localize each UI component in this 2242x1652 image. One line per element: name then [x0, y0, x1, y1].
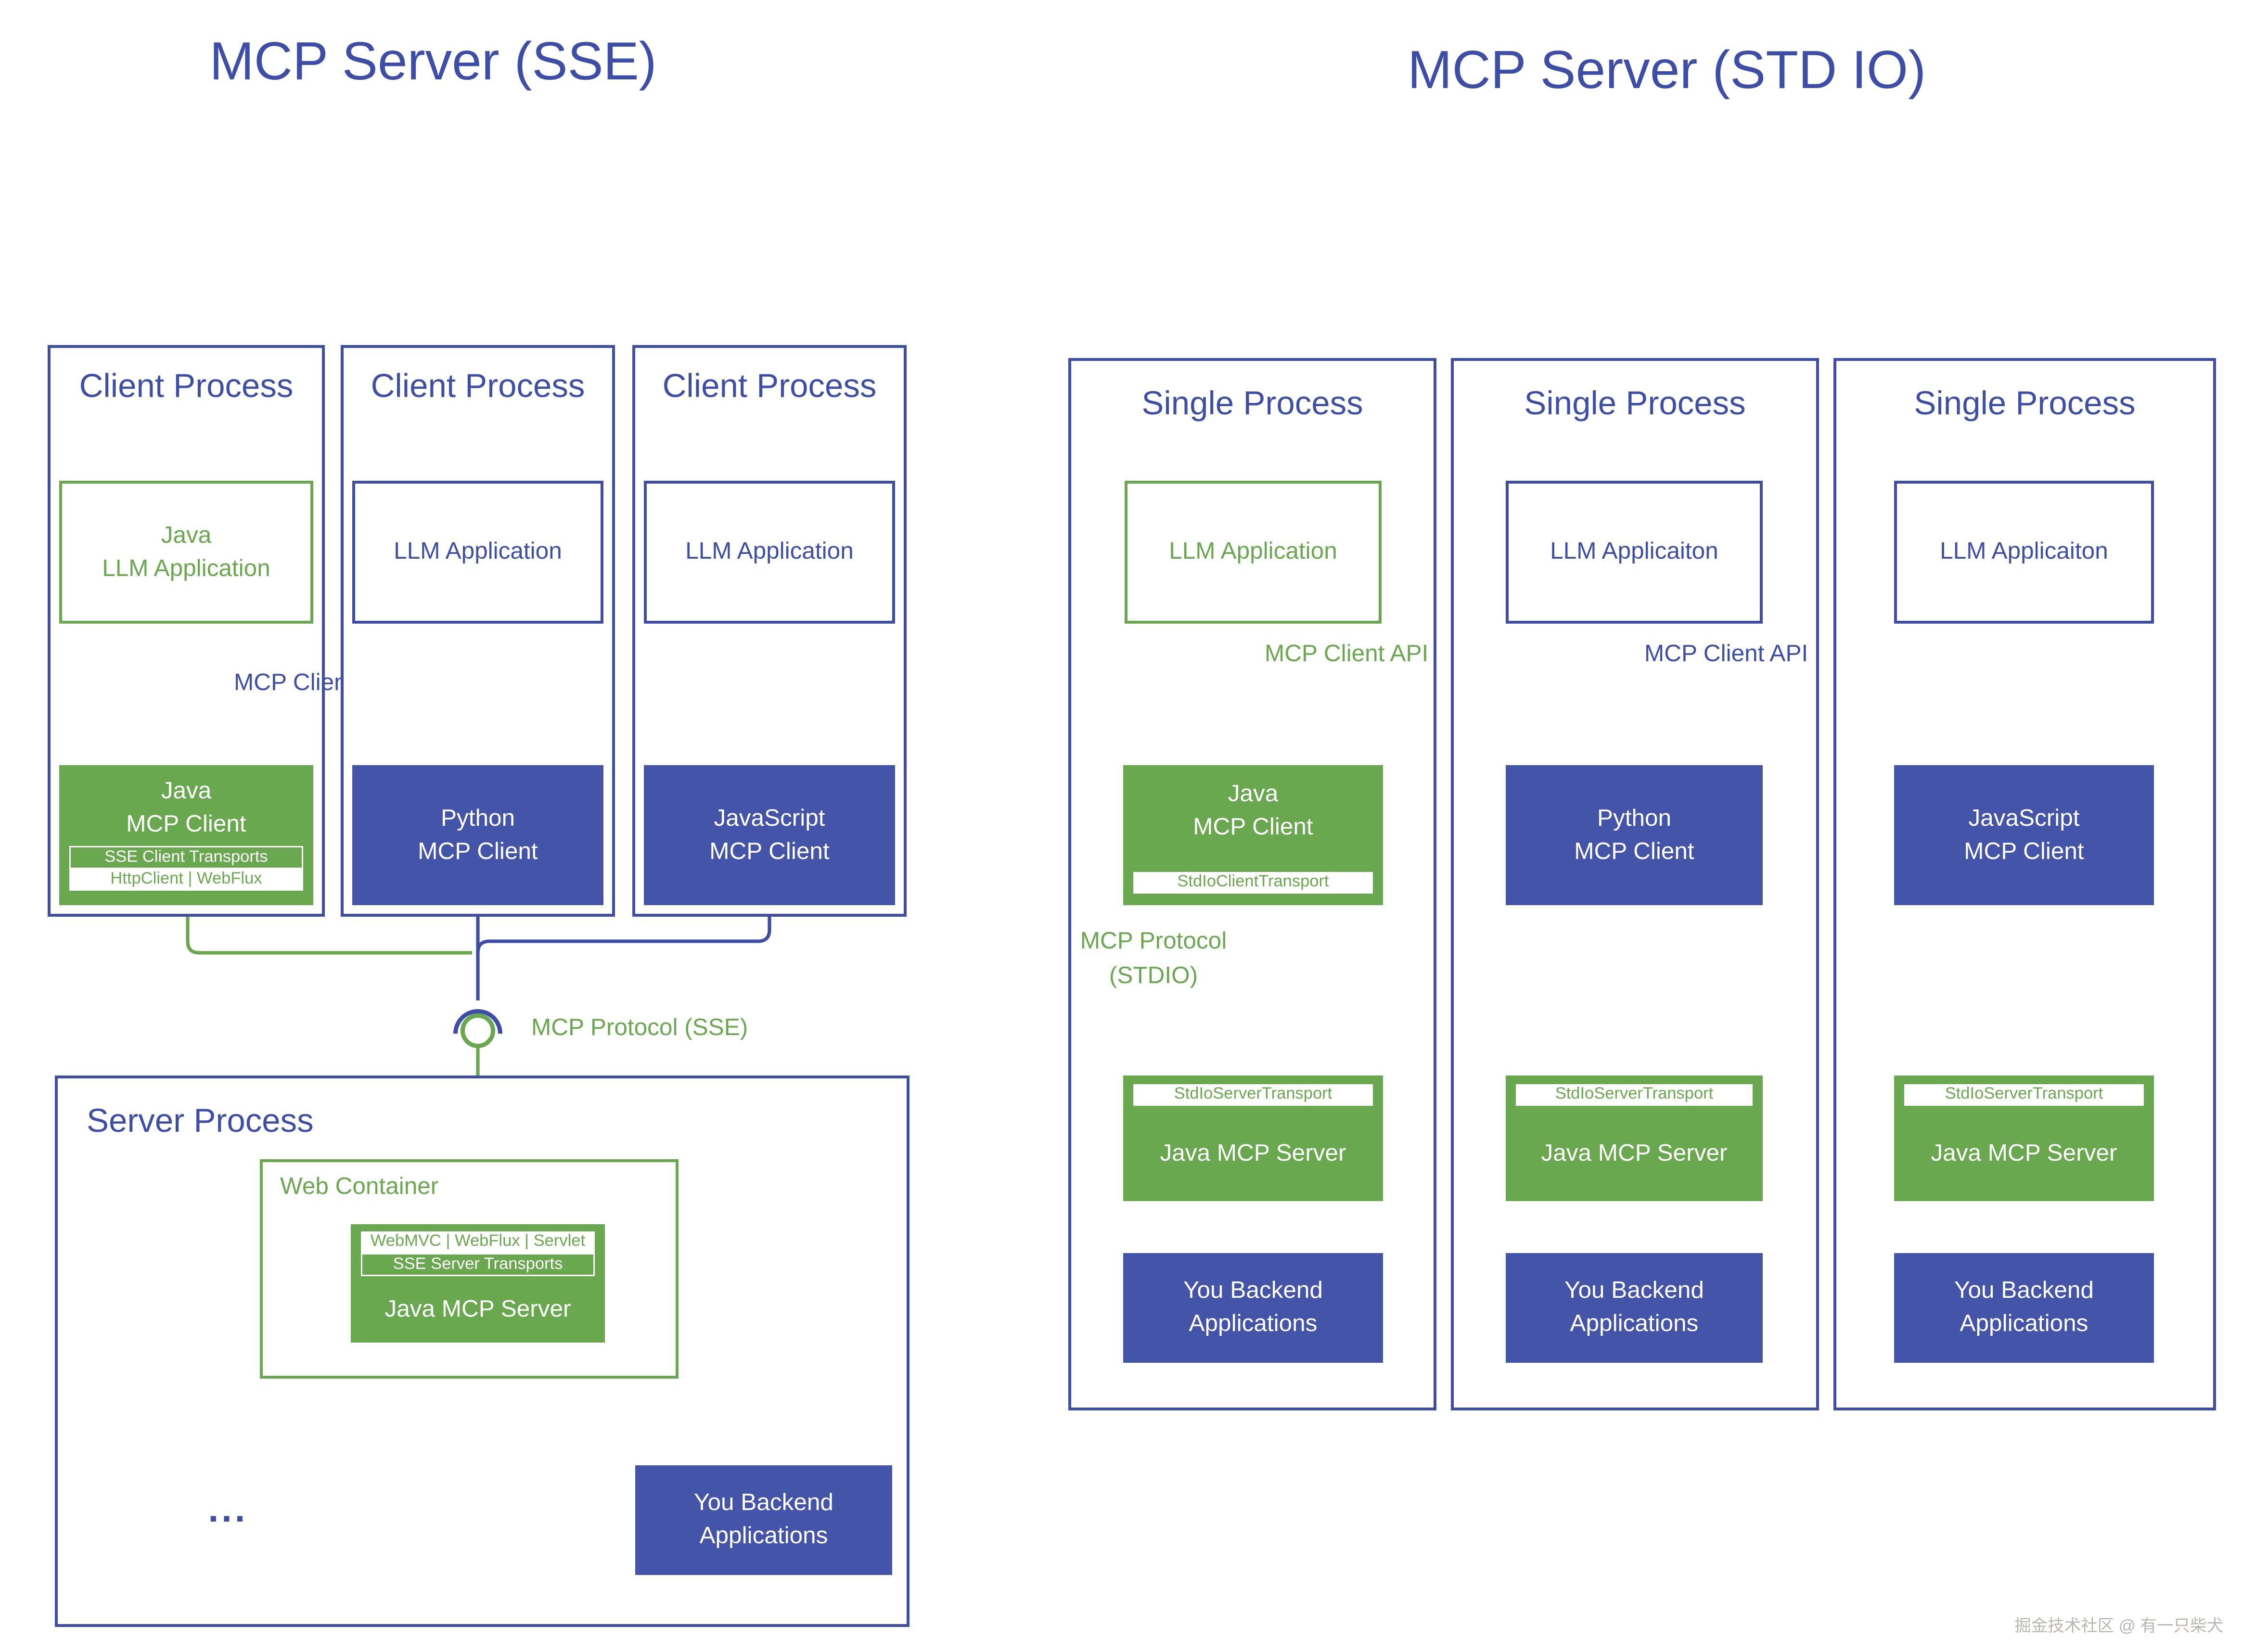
left-llm-application-3: LLM Application — [644, 481, 895, 624]
right-col2-python-mcp-client: Python MCP Client — [1506, 765, 1763, 905]
right-col2-llm-application: LLM Applicaiton — [1506, 481, 1763, 624]
right-col2-backend-applications: You Backend Applications — [1506, 1253, 1763, 1363]
sse-server-transports-band: SSE Server Transports — [361, 1253, 595, 1276]
left-python-mcp-client: Python MCP Client — [352, 765, 603, 905]
right-diagram-title: MCP Server (STD IO) — [1408, 40, 1926, 100]
mcp-protocol-stdio-label: MCP Protocol (STDIO) — [1080, 928, 1227, 989]
left-java-mcp-client: Java MCP Client SSE Client Transports Ht… — [59, 765, 313, 905]
server-process-header: Server Process — [87, 1101, 314, 1139]
httpclient-webflux-band: HttpClient | WebFlux — [69, 869, 303, 891]
dbs-label: DBs — [448, 1490, 508, 1526]
ellipsis-more-targets: ... — [208, 1487, 248, 1530]
mcp-protocol-sse-label: MCP Protocol (SSE) — [531, 1015, 748, 1041]
right-col3-javascript-mcp-client: JavaScript MCP Client — [1894, 765, 2154, 905]
right-col1-java-mcp-server: StdIoServerTransport Java MCP Server — [1123, 1076, 1383, 1201]
right-single-process-3-header: Single Process — [1914, 384, 2136, 422]
web-container-label: Web Container — [280, 1174, 439, 1200]
webmvc-webflux-servlet-band: WebMVC | WebFlux | Servlet — [361, 1231, 595, 1253]
stdio-server-transport-band-1: StdIoServerTransport — [1133, 1084, 1373, 1106]
left-client-process-2-header: Client Process — [371, 367, 585, 404]
watermark-text: 掘金技术社区 @ 有一只柴犬 — [2014, 1618, 2223, 1636]
stdio-client-transport-band: StdIoClientTransport — [1133, 872, 1373, 894]
right-col3-llm-application: LLM Applicaiton — [1894, 481, 2154, 624]
stdio-server-transport-band-2: StdIoServerTransport — [1516, 1084, 1753, 1106]
right-col3-java-mcp-server: StdIoServerTransport Java MCP Server — [1894, 1076, 2154, 1201]
right-single-process-2-header: Single Process — [1524, 384, 1746, 422]
left-diagram-title: MCP Server (SSE) — [209, 32, 657, 91]
left-java-mcp-server: WebMVC | WebFlux | Servlet SSE Server Tr… — [351, 1224, 605, 1343]
sse-client-transports-band: SSE Client Transports — [69, 846, 303, 869]
stdio-server-transport-band-3: StdIoServerTransport — [1904, 1084, 2144, 1106]
left-backend-applications: You Backend Applications — [635, 1465, 892, 1575]
right-col1-java-mcp-client: Java MCP Client StdIoClientTransport — [1123, 765, 1383, 905]
right-single-process-1-header: Single Process — [1141, 384, 1363, 422]
left-java-llm-application: Java LLM Application — [59, 481, 313, 624]
left-llm-application-2: LLM Application — [352, 481, 603, 624]
web-container-box: Web Container — [260, 1159, 679, 1379]
right-col1-mcp-client-api-label: MCP Client API — [1265, 641, 1429, 667]
left-client-process-3-header: Client Process — [662, 367, 877, 404]
right-col2-mcp-client-api-label: MCP Client API — [1644, 641, 1808, 667]
right-col1-llm-application: LLM Application — [1125, 481, 1382, 624]
right-col3-backend-applications: You Backend Applications — [1894, 1253, 2154, 1363]
left-java-mcp-server-label: Java MCP Server — [384, 1295, 571, 1322]
right-col1-backend-applications: You Backend Applications — [1123, 1253, 1383, 1363]
left-client-process-1-header: Client Process — [79, 367, 294, 404]
left-javascript-mcp-client: JavaScript MCP Client — [644, 765, 895, 905]
right-col2-java-mcp-server: StdIoServerTransport Java MCP Server — [1506, 1076, 1763, 1201]
